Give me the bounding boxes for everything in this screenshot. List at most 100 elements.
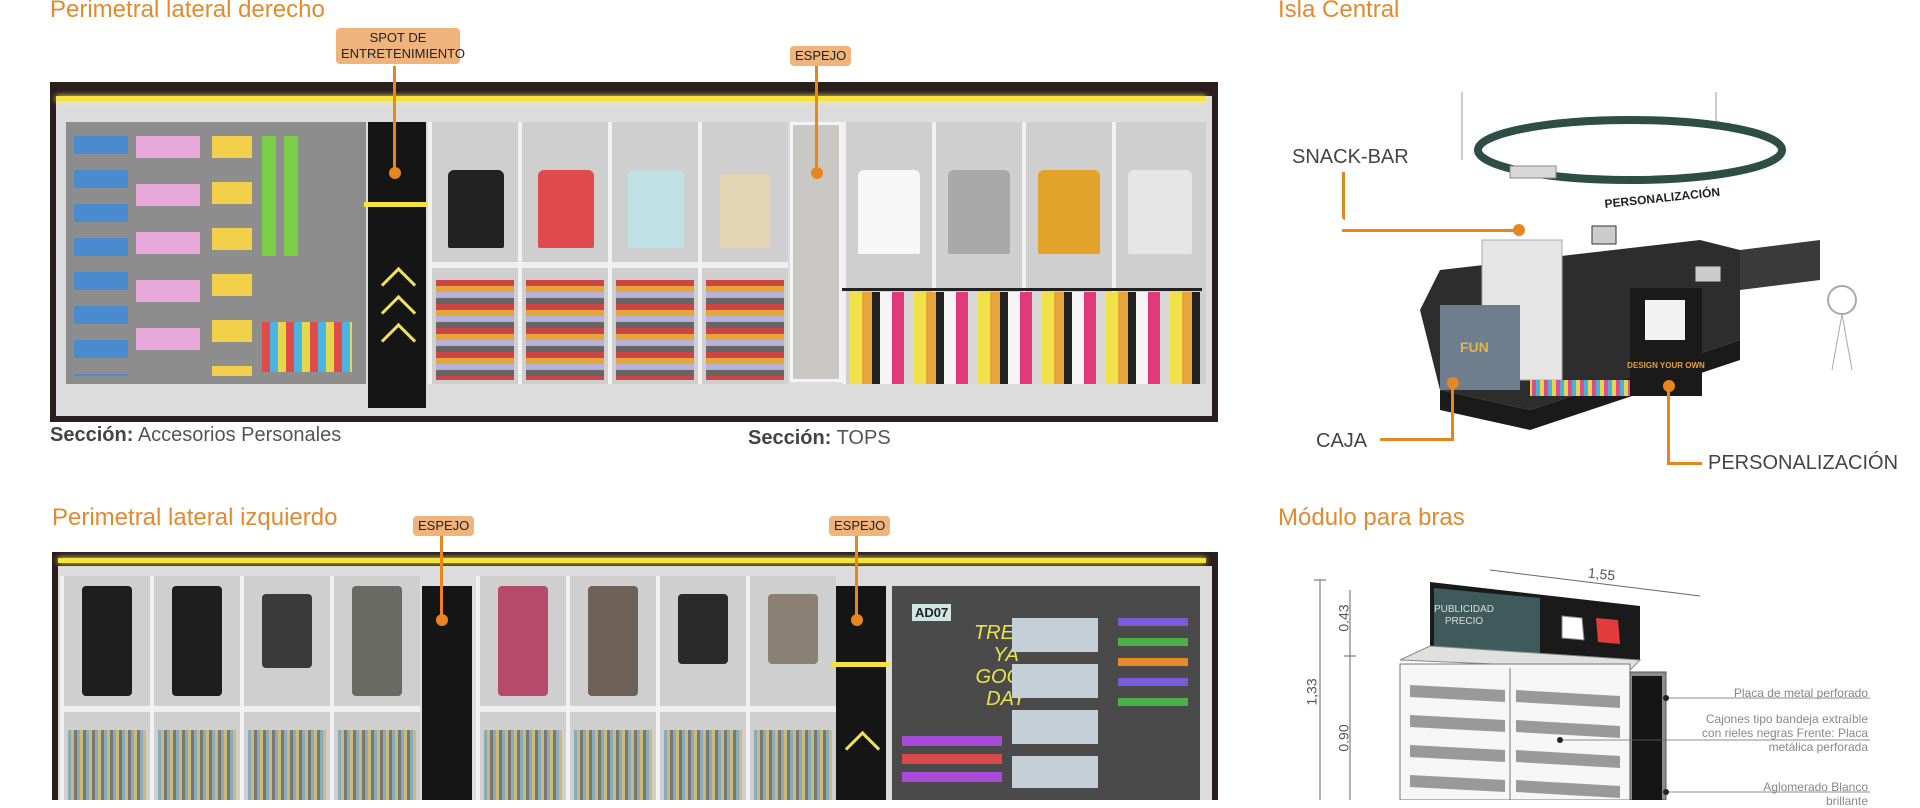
shelf bbox=[702, 262, 788, 268]
right-wall-mirror-leader bbox=[815, 66, 818, 174]
bras-module-drawing bbox=[1300, 560, 1880, 801]
bags-column bbox=[136, 136, 200, 376]
snack-bar-callout: SNACK-BAR bbox=[1292, 146, 1409, 168]
folded-stack bbox=[248, 730, 326, 800]
snack-bar-dot bbox=[1513, 224, 1525, 236]
shelf bbox=[154, 706, 240, 712]
right-wall-title: Perimetral lateral derecho bbox=[50, 0, 325, 23]
shelf bbox=[522, 262, 608, 268]
caja-callout: CAJA bbox=[1316, 430, 1368, 452]
tops-bay bbox=[608, 122, 698, 384]
chevron-icon bbox=[380, 322, 417, 359]
dimension-top: 0.43 bbox=[1335, 604, 1352, 632]
entertainment-spot-tag: SPOT DE ENTRETENIMIENTO bbox=[336, 28, 465, 64]
hoodie bbox=[1128, 170, 1192, 254]
left-mirror-leader-2 bbox=[855, 536, 858, 620]
caja-dot bbox=[1447, 377, 1459, 389]
folded-stack bbox=[754, 730, 832, 800]
shelf bbox=[660, 706, 746, 712]
left-mirror-dot-2 bbox=[851, 614, 863, 626]
shelf bbox=[612, 262, 698, 268]
pants-bay bbox=[656, 576, 746, 800]
left-wall-title: Perimetral lateral izquierdo bbox=[52, 504, 338, 531]
folded-stack bbox=[526, 280, 604, 380]
entertainment-leader-line bbox=[393, 66, 396, 174]
shelf bbox=[480, 706, 566, 712]
shelf bbox=[334, 706, 420, 712]
personalizacion-leader-h bbox=[1670, 462, 1702, 465]
small-accessories bbox=[262, 322, 352, 372]
bottles-column bbox=[212, 136, 252, 376]
kiosk-text: DESIGN YOUR OWN bbox=[1627, 361, 1705, 370]
dimension-width: 1,55 bbox=[1587, 564, 1617, 584]
column-led bbox=[364, 202, 430, 207]
right-wall-elevation bbox=[50, 82, 1218, 422]
caja-leader-h bbox=[1380, 438, 1454, 441]
product-code: AD07 bbox=[912, 604, 952, 621]
shorts bbox=[768, 594, 818, 664]
accessories-pegboard bbox=[66, 122, 366, 384]
dimension-total: 1,33 bbox=[1303, 678, 1320, 706]
section-value: TOPS bbox=[836, 427, 891, 449]
right-wall-mirror-tag: ESPEJO bbox=[790, 46, 852, 66]
folded-stack bbox=[68, 730, 146, 800]
left-mirror-leader-1 bbox=[440, 536, 443, 620]
leggings bbox=[498, 586, 548, 696]
right-wall-mirror-dot bbox=[811, 167, 823, 179]
sweater bbox=[858, 170, 920, 254]
rings-rack bbox=[902, 736, 1002, 786]
shelf bbox=[750, 706, 836, 712]
personalizacion-leader-v bbox=[1667, 386, 1670, 465]
led-strip bbox=[56, 96, 1206, 101]
sweater bbox=[948, 170, 1010, 254]
shorts bbox=[262, 594, 312, 668]
tops-bay bbox=[428, 122, 518, 384]
tank-top bbox=[720, 174, 770, 248]
folded-stack bbox=[158, 730, 236, 800]
snack-bar-leader bbox=[1342, 172, 1345, 220]
bras-module-title: Módulo para bras bbox=[1278, 504, 1465, 531]
island-render: PERSONALIZACIÓN FUN DESIGN YOUR OWN bbox=[1400, 90, 1920, 430]
pants-bay bbox=[240, 576, 330, 800]
joggers bbox=[82, 586, 132, 696]
tshirt bbox=[628, 170, 684, 248]
entertainment-leader-dot bbox=[389, 167, 401, 179]
personalizacion-callout: PERSONALIZACIÓN bbox=[1708, 452, 1899, 474]
pants-bay bbox=[476, 576, 566, 800]
dimension-middle: 0.90 bbox=[1335, 724, 1352, 752]
island-sign: PERSONALIZACIÓN bbox=[1604, 184, 1721, 211]
section-label-tops: Sección: TOPS bbox=[748, 427, 891, 450]
shirt bbox=[538, 170, 594, 248]
folded-stack bbox=[664, 730, 742, 800]
note-perforated-plate: Placa de metal perforado bbox=[1733, 686, 1868, 700]
pants-bay bbox=[330, 576, 420, 800]
pants-bay bbox=[746, 576, 836, 800]
neon-pegboard: AD07 TREAT YA GOOD DAY bbox=[892, 586, 1200, 800]
shelf bbox=[570, 706, 656, 712]
tops-bay bbox=[518, 122, 608, 384]
sweater bbox=[1038, 170, 1100, 254]
section-value: Accesorios Personales bbox=[137, 424, 342, 446]
shelf bbox=[64, 706, 150, 712]
left-wall-elevation: AD07 TREAT YA GOOD DAY bbox=[52, 552, 1218, 800]
left-wall-mirror-tag-2: ESPEJO bbox=[829, 516, 891, 536]
personalizacion-dot bbox=[1663, 380, 1675, 392]
island-title: Isla Central bbox=[1278, 0, 1400, 23]
section-key: Sección: bbox=[50, 424, 134, 446]
bras-svg bbox=[1314, 569, 1870, 801]
bands-rack bbox=[1118, 618, 1188, 718]
hanging-garments bbox=[850, 292, 1200, 384]
shorts bbox=[678, 594, 728, 664]
left-wall-mirror-tag-1: ESPEJO bbox=[413, 516, 475, 536]
pants-bay bbox=[566, 576, 656, 800]
cargo-pants bbox=[352, 586, 402, 696]
tshirt bbox=[448, 170, 504, 248]
folded-stack bbox=[484, 730, 562, 800]
folded-stack bbox=[574, 730, 652, 800]
folded-stack bbox=[706, 280, 784, 380]
counter-text: FUN bbox=[1460, 339, 1489, 355]
caps-column bbox=[74, 136, 128, 376]
island-drawing: PERSONALIZACIÓN FUN DESIGN YOUR OWN bbox=[1420, 92, 1857, 430]
column-led bbox=[832, 662, 890, 667]
section-key: Sección: bbox=[748, 427, 832, 449]
